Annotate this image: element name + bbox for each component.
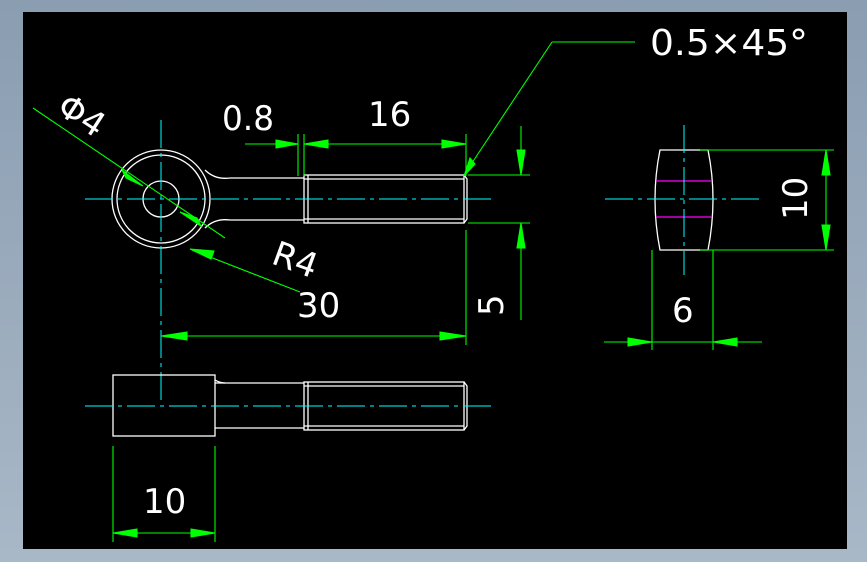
front-centerlines: [85, 120, 495, 400]
diameter-arrow-1: [121, 169, 144, 187]
arrow-30-left: [160, 331, 188, 341]
label-thread-length: 16: [368, 95, 411, 135]
side-centerlines: [605, 125, 760, 275]
arrow-16-right: [441, 139, 467, 149]
label-hole-diameter: Φ4: [50, 86, 112, 146]
label-head-width: 10: [143, 482, 186, 522]
arrow-6-left: [627, 337, 653, 347]
arrow-5-top: [516, 149, 526, 176]
label-chamfer: 0.5×45°: [650, 23, 808, 64]
arrow-10-side-top: [821, 149, 831, 176]
diameter-arrow-2: [179, 211, 203, 228]
radius-arrow: [189, 248, 215, 260]
label-side-width: 6: [672, 291, 694, 331]
chamfer-leader-diagonal: [465, 41, 553, 173]
label-overall-length: 30: [297, 286, 340, 326]
arrow-5-bottom: [516, 222, 526, 249]
neck-upper-fillet: [204, 169, 231, 179]
drawing-svg: 0.5×45° Φ4 0.8 16 R4 30 5 10 6 10: [32, 23, 834, 542]
neck-lower-fillet: [204, 219, 231, 229]
arrow-16-left: [303, 139, 329, 149]
arrow-0-8: [275, 139, 299, 149]
arrow-6-right: [712, 337, 738, 347]
chamfer-arrow: [463, 156, 476, 177]
arrow-10-bottom-right: [190, 528, 216, 538]
label-side-height: 10: [776, 177, 816, 220]
arrow-30-right: [439, 331, 467, 341]
dimension-lines: [32, 41, 834, 542]
label-radius: R4: [267, 234, 323, 287]
cad-drawing-canvas: 0.5×45° Φ4 0.8 16 R4 30 5 10 6 10: [23, 12, 847, 549]
label-thread-diameter: 5: [472, 294, 512, 316]
top-neck-upper: [214, 379, 226, 384]
label-neck-length: 0.8: [222, 99, 274, 139]
arrow-10-side-bottom: [821, 224, 831, 251]
arrow-10-bottom-left: [112, 528, 138, 538]
